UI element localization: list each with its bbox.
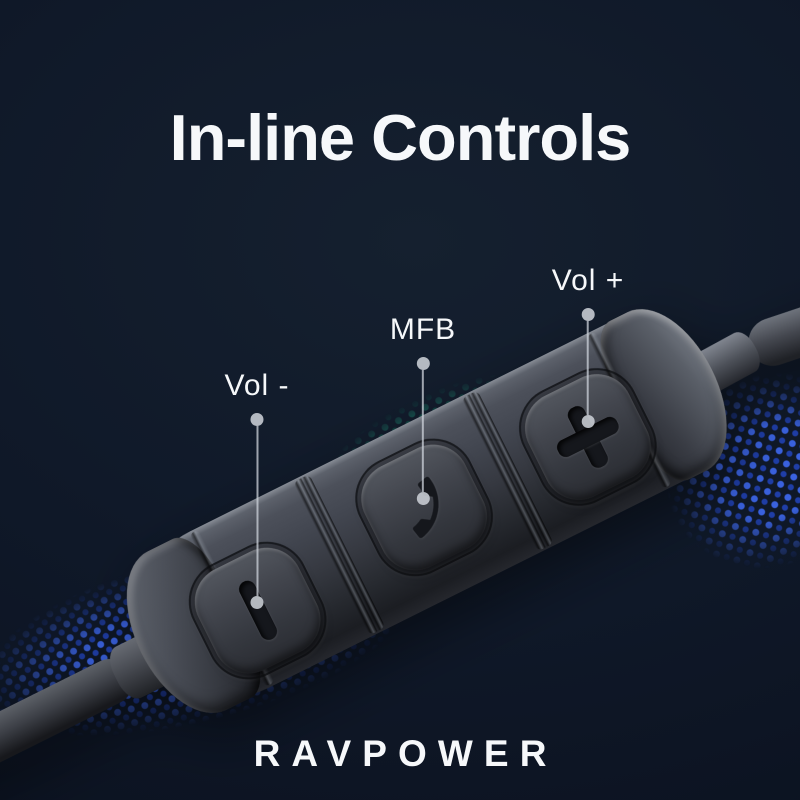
page-title: In-line Controls xyxy=(169,101,632,174)
callout-volume-down: Vol - xyxy=(224,371,289,609)
callout-label-volume-up: Vol + xyxy=(551,264,625,297)
callout-label-mfb: MFB xyxy=(389,313,457,346)
inline-remote xyxy=(0,282,800,800)
callout-dot xyxy=(250,596,264,609)
mfb-button xyxy=(340,424,508,591)
callout-dot xyxy=(416,357,430,370)
callout-line xyxy=(587,321,589,415)
callout-label-volume-down: Vol - xyxy=(224,369,290,402)
brand-logo: RAVPOWER xyxy=(253,733,558,774)
callout-mfb: MFB xyxy=(390,315,456,505)
callout-dot xyxy=(416,492,430,505)
callout-dot xyxy=(581,415,595,428)
mfb-button-face xyxy=(348,432,500,583)
callout-dot xyxy=(581,308,595,321)
callout-dot xyxy=(250,413,264,426)
callout-line xyxy=(421,370,424,492)
phone-icon xyxy=(412,476,439,539)
callout-line xyxy=(256,426,258,596)
callout-volume-up: Vol + xyxy=(552,266,625,428)
